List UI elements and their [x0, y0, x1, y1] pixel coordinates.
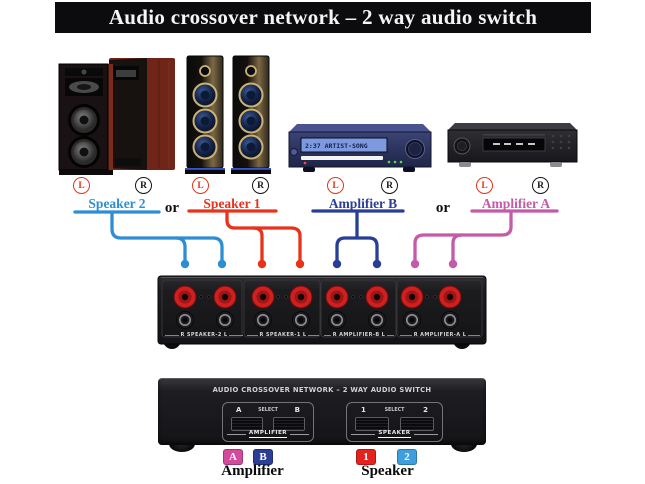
- binding-posts-red: [173, 285, 462, 309]
- rear-section-label: R AMPLIFIER-B L: [324, 331, 395, 339]
- select-label: SELECT: [384, 407, 405, 413]
- speaker-selector-panel: 1 SELECT 2 SPEAKER: [346, 402, 443, 442]
- channel-right-icon: R: [135, 177, 152, 194]
- rear-panel: R SPEAKER-2 L R SPEAKER-1 L R AMPLIFIER-…: [152, 272, 492, 358]
- legend-amplifier-label: Amplifier: [221, 463, 284, 479]
- title-banner: Audio crossover network – 2 way audio sw…: [55, 2, 591, 33]
- speaker-pair-2-image: [58, 58, 175, 175]
- front-panel: AUDIO CROSSOVER NETWORK – 2 WAY AUDIO SW…: [155, 376, 489, 458]
- screw-dots: [199, 295, 437, 299]
- channel-left-icon: L: [476, 177, 493, 194]
- legend-badge-a: A: [223, 449, 243, 465]
- label-amplifier-a: Amplifier A: [481, 196, 551, 211]
- channel-left-icon: L: [192, 177, 209, 194]
- rear-section-label: R AMPLIFIER-A L: [400, 331, 480, 339]
- floor-speaker-left-icon: [58, 63, 113, 175]
- option-2-label: 2: [423, 406, 428, 414]
- binding-posts-black: [176, 311, 459, 329]
- legend-badge-1: 1: [356, 449, 376, 465]
- channel-left-icon: L: [327, 177, 344, 194]
- page-title: Audio crossover network – 2 way audio sw…: [108, 5, 538, 29]
- channel-left-icon: L: [73, 177, 90, 194]
- legend-badge-2: 2: [397, 449, 417, 465]
- rear-section-label: R SPEAKER-1 L: [247, 331, 319, 339]
- amplifier-a-image: [447, 123, 578, 167]
- label-speaker-2: Speaker 2: [88, 196, 146, 211]
- speaker-pair-1-image: [185, 55, 271, 174]
- speaker-1-button: [355, 417, 389, 431]
- cable-amplifier-b: [311, 209, 405, 263]
- label-amplifier-b: Amplifier B: [328, 196, 398, 211]
- front-panel-face: AUDIO CROSSOVER NETWORK – 2 WAY AUDIO SW…: [158, 378, 486, 445]
- amp-b-display-text: 2:37 ARTIST-SONG: [305, 142, 368, 150]
- rear-section-label: R SPEAKER-2 L: [165, 331, 243, 339]
- option-1-label: 1: [361, 406, 366, 414]
- tower-speaker-left-icon: [185, 55, 225, 174]
- speaker-group-label: SPEAKER: [351, 430, 438, 438]
- amplifier-selector-panel: A SELECT B AMPLIFIER: [222, 402, 314, 442]
- amplifier-b-image: 2:37 ARTIST-SONG: [288, 124, 432, 172]
- legend-speaker-label: Speaker: [361, 463, 414, 479]
- rear-panel-image: [157, 275, 487, 349]
- cable-speaker-2: [73, 210, 224, 263]
- amplifier-group-label: AMPLIFIER: [227, 430, 310, 438]
- option-a-label: A: [236, 406, 242, 414]
- legend-badge-b: B: [253, 449, 273, 465]
- option-b-label: B: [294, 406, 300, 414]
- channel-right-icon: R: [532, 177, 549, 194]
- speaker-2-button: [400, 417, 434, 431]
- or-label: or: [435, 200, 451, 216]
- front-panel-title: AUDIO CROSSOVER NETWORK – 2 WAY AUDIO SW…: [212, 386, 432, 394]
- tower-speaker-right-icon: [231, 55, 271, 174]
- label-speaker-1: Speaker 1: [203, 196, 261, 211]
- channel-right-icon: R: [252, 177, 269, 194]
- amplifier-b-button: [273, 417, 305, 431]
- amplifier-a-button: [231, 417, 263, 431]
- floor-speaker-right-icon: [109, 58, 175, 170]
- cable-amplifier-a: [413, 209, 559, 263]
- select-label: SELECT: [258, 407, 278, 413]
- channel-right-icon: R: [381, 177, 398, 194]
- cable-speaker-1: [187, 209, 302, 263]
